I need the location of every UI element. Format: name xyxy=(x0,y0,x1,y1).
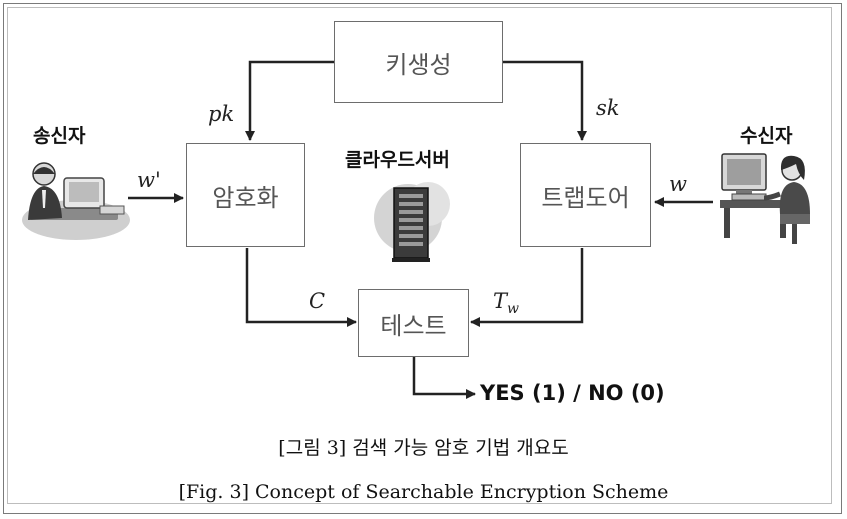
receiver-title: 수신자 xyxy=(740,125,793,147)
caption-korean: [그림 3] 검색 가능 암호 기법 개요도 xyxy=(278,437,569,459)
test-box: 테스트 xyxy=(358,289,469,357)
keygen-label: 키생성 xyxy=(385,50,452,79)
w-label: w xyxy=(669,172,687,196)
tw-subscript: w xyxy=(507,301,519,318)
sender-illustration xyxy=(22,162,130,240)
c-arrow xyxy=(245,248,357,327)
cloud-server-icon xyxy=(374,182,450,262)
figure-outer-border xyxy=(3,3,842,514)
test-result: YES (1) / NO (0) xyxy=(480,381,665,405)
receiver-illustration xyxy=(720,153,810,244)
trapdoor-box: 트랩도어 xyxy=(520,143,651,247)
cloud-server-title: 클라우드서버 xyxy=(345,149,450,171)
result-arrow xyxy=(412,356,476,399)
trapdoor-label: 트랩도어 xyxy=(541,183,630,212)
w-prime-label: w' xyxy=(137,168,161,192)
encrypt-label: 암호화 xyxy=(212,183,279,212)
encrypt-box: 암호화 xyxy=(186,143,305,247)
tw-main: T xyxy=(493,289,508,313)
tw-arrow xyxy=(470,248,584,327)
sk-label: sk xyxy=(596,96,620,120)
c-label: C xyxy=(309,289,326,313)
sk-arrow xyxy=(503,60,587,141)
sender-title: 송신자 xyxy=(33,125,86,147)
caption-english: [Fig. 3] Concept of Searchable Encryptio… xyxy=(178,481,669,503)
tw-label: Tw xyxy=(493,289,519,317)
pk-label: pk xyxy=(208,102,235,126)
test-label: 테스트 xyxy=(380,311,447,340)
figure-inner-border xyxy=(7,7,832,504)
keygen-box: 키생성 xyxy=(334,21,503,103)
pk-arrow xyxy=(245,60,334,141)
